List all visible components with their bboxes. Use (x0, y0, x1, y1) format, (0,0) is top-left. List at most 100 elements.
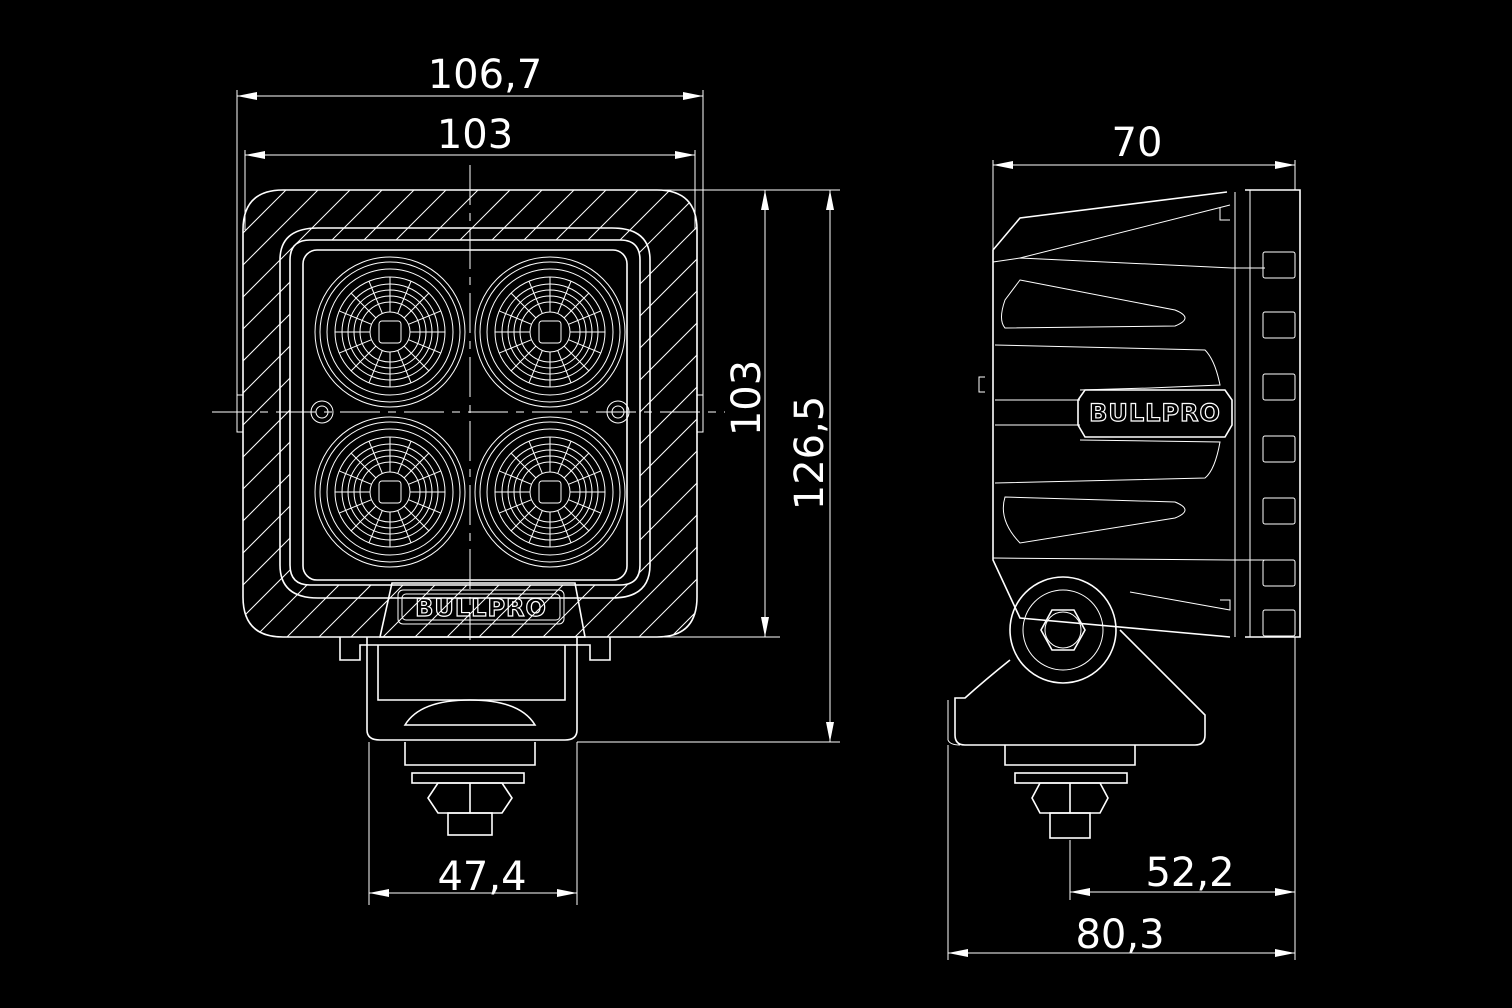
front-view: BULLPRO 106,7 103 103 126,5 47,4 (0, 52, 1291, 905)
lens-ring (326, 428, 454, 556)
reflector-rib (568, 470, 602, 485)
reflector-rib (528, 280, 543, 314)
reflector-rib (498, 499, 532, 514)
hatch-line (446, 190, 697, 637)
hatch-line (606, 190, 697, 637)
bezel-inner (289, 239, 641, 586)
reflector-rib (408, 310, 442, 325)
hatch-line (243, 190, 492, 637)
reflector-rib (350, 345, 377, 372)
hatch-line (254, 190, 697, 637)
reflector-rib (563, 505, 590, 532)
cooling-rib (1262, 559, 1296, 587)
lens-ring (479, 421, 621, 563)
hatch-line (243, 190, 332, 637)
reflector-rib (408, 339, 442, 354)
hatch-line (0, 177, 203, 637)
bracket-top (339, 637, 611, 661)
reflector-rib (568, 310, 602, 325)
lens-rim (1245, 189, 1301, 638)
reflector-rib (510, 292, 537, 319)
reflector-rib (563, 345, 590, 372)
reflector-rib (350, 292, 377, 319)
led-lens (314, 416, 466, 568)
hatch-line (243, 190, 396, 637)
reflector-rib (338, 339, 372, 354)
bracket-base (404, 742, 536, 766)
hatch-line (831, 177, 1291, 637)
reflector-rib (557, 350, 572, 384)
cooling-rib (1262, 373, 1296, 401)
mount-foot (954, 629, 1206, 746)
reflector-rib (528, 440, 543, 474)
side-view: BULLPRO 70 52,2 80,3 (947, 120, 1301, 960)
led-lens (474, 256, 626, 408)
reflector-rib (498, 470, 532, 485)
reflector-rib (338, 499, 372, 514)
cooling-rib (1262, 435, 1296, 463)
reflector-rib (403, 345, 430, 372)
reflector-rib (408, 499, 442, 514)
hatch-line (243, 190, 428, 637)
housing-side (992, 191, 1231, 638)
lens-ring (479, 261, 621, 403)
side-nut (1031, 782, 1109, 814)
lens-ring (326, 268, 454, 396)
led-ring (369, 471, 411, 513)
dim-bracket-depth: 52,2 (1145, 850, 1234, 896)
reflector-rib (498, 310, 532, 325)
reflector-rib (397, 280, 412, 314)
lens-ring (319, 421, 461, 563)
extension-lines-v (577, 189, 840, 743)
fin-2 (994, 344, 1221, 391)
reflector-rib (408, 470, 442, 485)
reflector-rib (563, 452, 590, 479)
fin-1 (1001, 279, 1186, 329)
reflector-rib (403, 292, 430, 319)
reflector-rib (368, 510, 383, 544)
led-lens (474, 416, 626, 568)
reflector-rib (557, 510, 572, 544)
led-ring (529, 471, 571, 513)
reflector-rib (397, 350, 412, 384)
brand-logo-side: BULLPRO (1089, 399, 1221, 427)
hatch-line (286, 190, 697, 637)
reflector-rib (397, 510, 412, 544)
hatch-line (542, 190, 697, 637)
lens-ring (486, 268, 614, 396)
fin-3 (994, 439, 1221, 484)
reflector-rib (510, 505, 537, 532)
reflector-rib (368, 280, 383, 314)
hatch-line (0, 177, 235, 637)
brand-logo: BULLPRO (415, 594, 547, 622)
reflector-rib (568, 499, 602, 514)
reflector-rib (557, 440, 572, 474)
reflector-rib (338, 470, 372, 485)
dim-depth-overall: 80,3 (1075, 912, 1164, 958)
mount-bolt-hex (1040, 609, 1086, 651)
cooling-rib (1262, 497, 1296, 525)
cooling-rib (1262, 609, 1296, 637)
reflector-rib (557, 280, 572, 314)
reflector-rib (403, 505, 430, 532)
logo-plate (379, 582, 586, 638)
hatch-line (574, 190, 697, 637)
led-ring (529, 311, 571, 353)
hatch-line (243, 190, 524, 637)
hatch-line (382, 190, 697, 637)
reflector-rib (498, 339, 532, 354)
mount-boss (1009, 576, 1117, 684)
reflector-rib (368, 350, 383, 384)
reflector-rib (403, 452, 430, 479)
cooling-rib (1262, 311, 1296, 339)
dim-depth-housing: 70 (1112, 120, 1163, 166)
reflector-rib (338, 310, 372, 325)
lens-ring (314, 416, 466, 568)
side-bolt (1049, 812, 1091, 839)
side-logo-plate (1077, 389, 1233, 438)
dim-width-overall: 106,7 (428, 52, 543, 98)
reflector-rib (510, 452, 537, 479)
fin-4 (1002, 496, 1186, 544)
cooling-rib (1262, 251, 1296, 279)
